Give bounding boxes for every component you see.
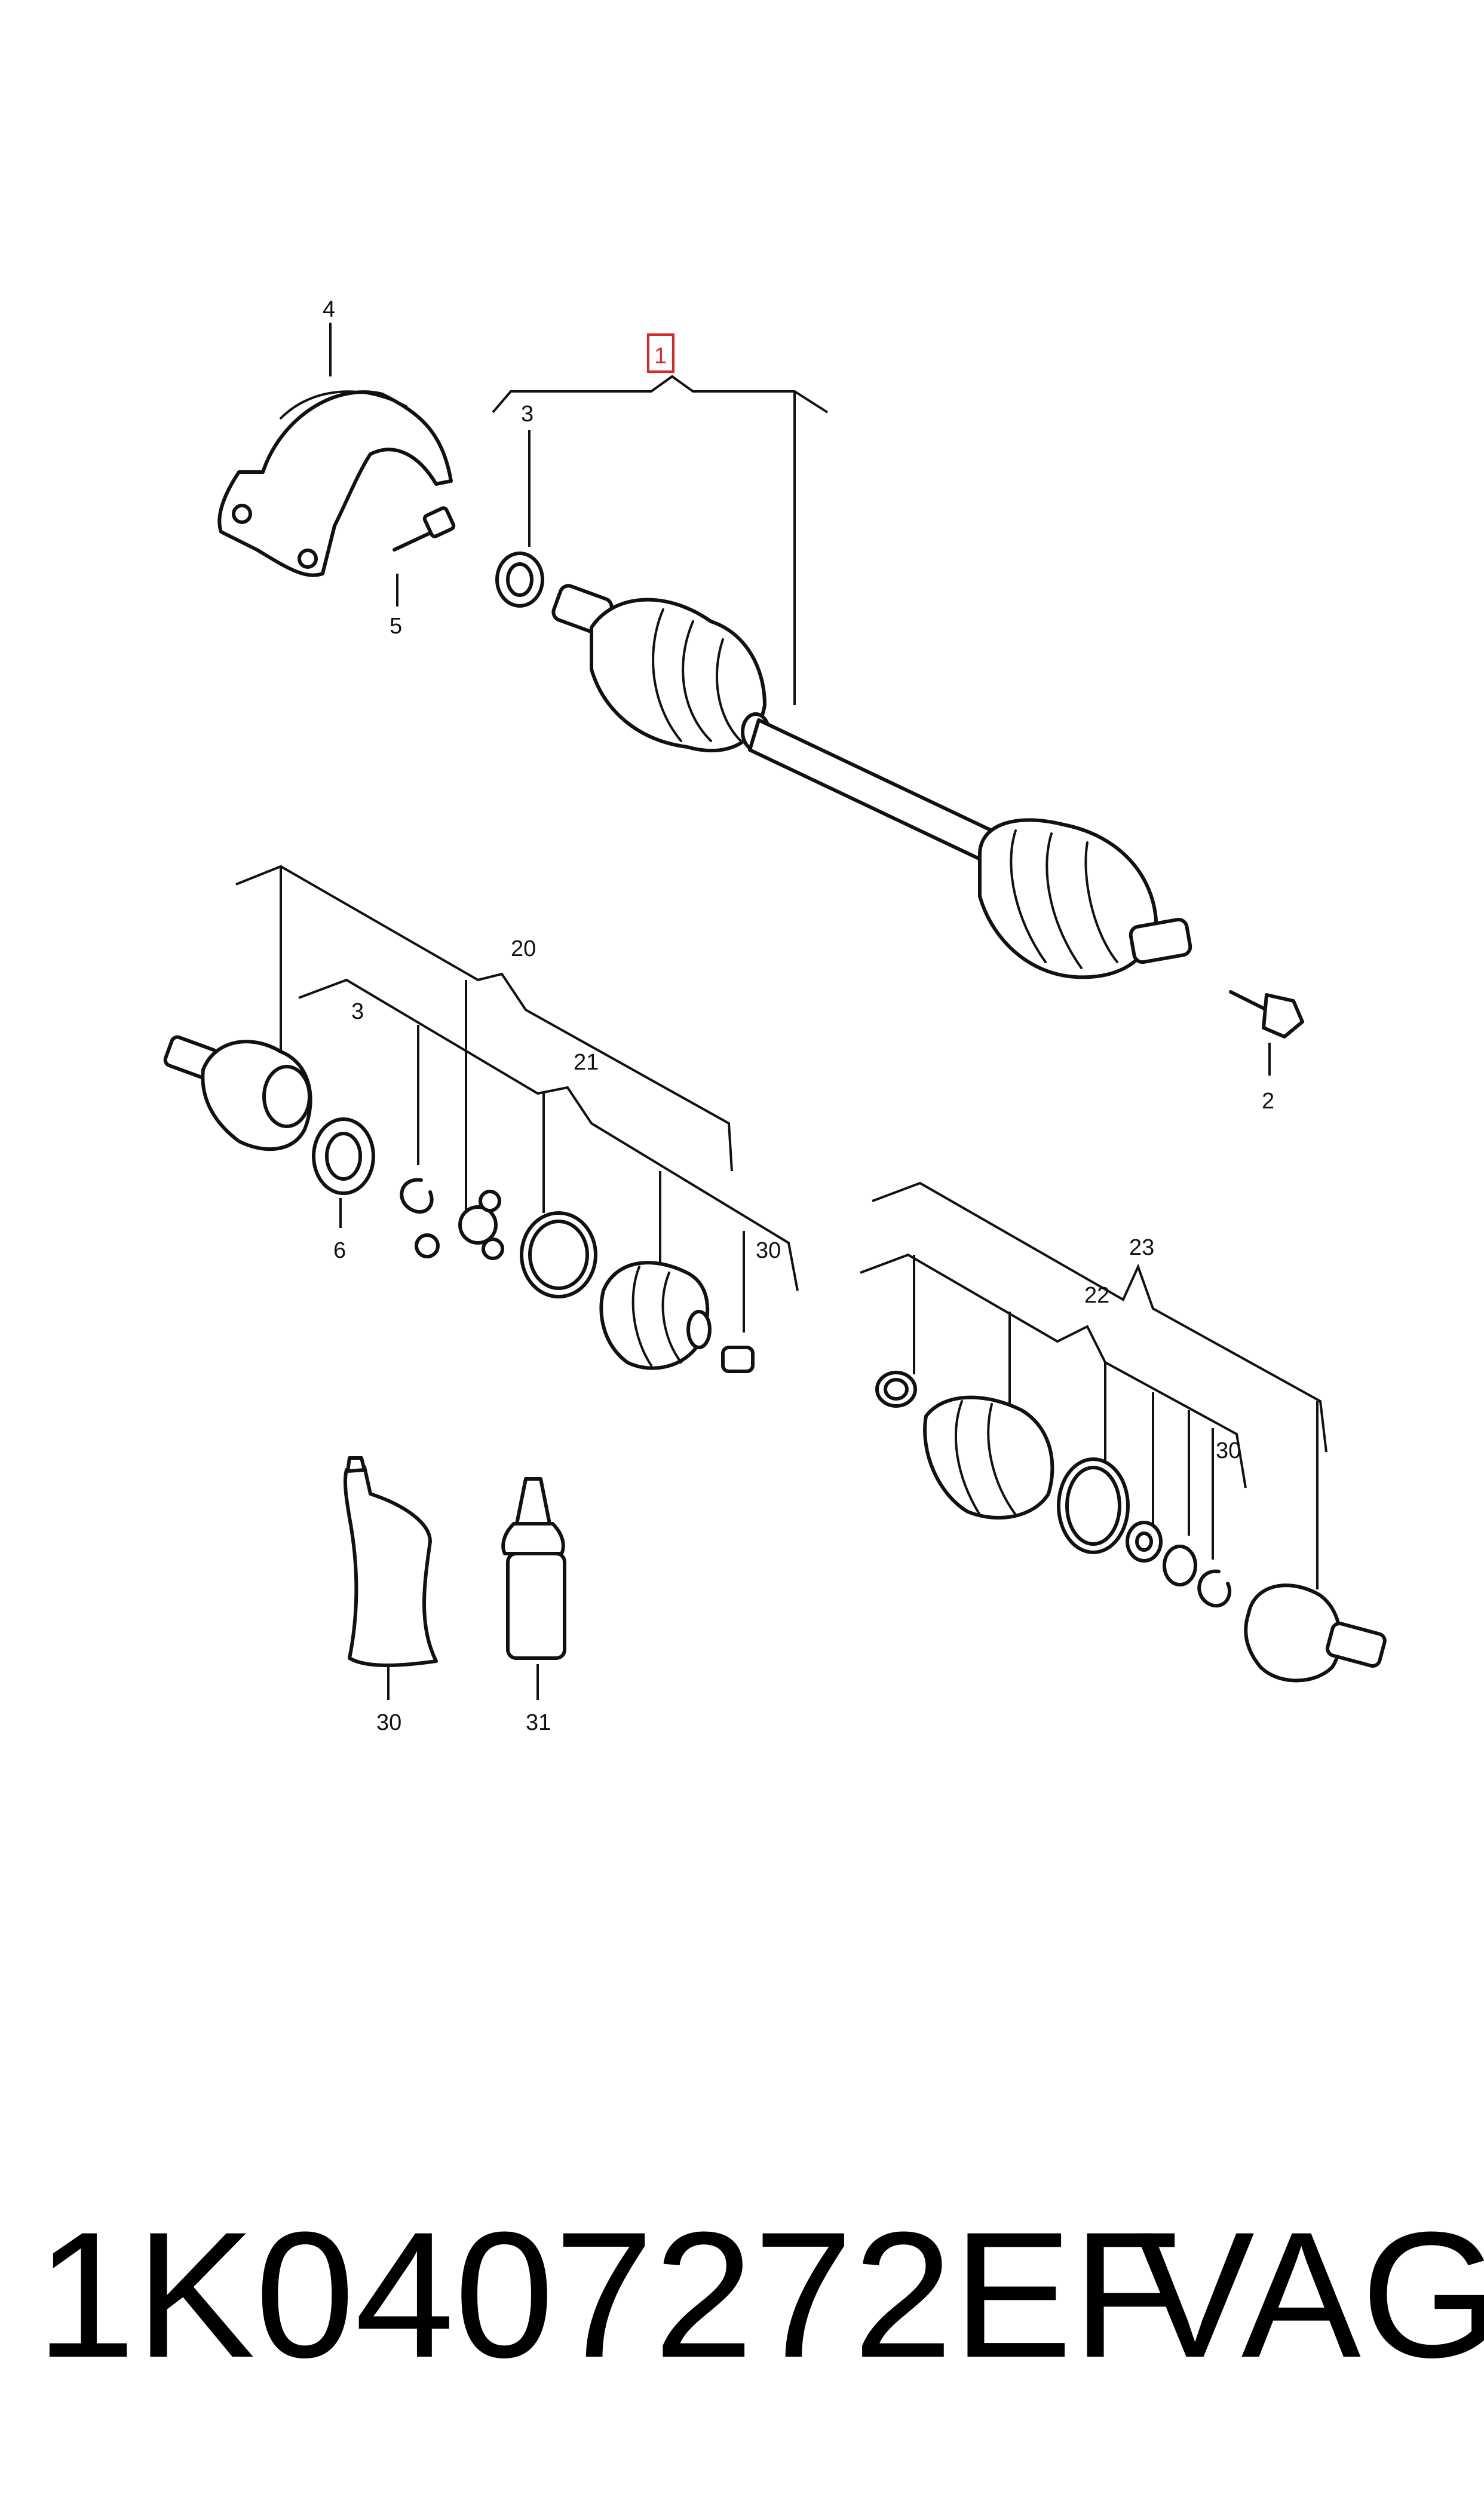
callout-3-top: 3 — [521, 402, 533, 427]
callout-30-left: 30 — [756, 1238, 781, 1263]
footer-part-number: 1K0407272EF — [36, 2194, 1182, 2395]
boot-clamp-small-right[interactable] — [875, 1371, 917, 1408]
callout-30-bottom: 30 — [376, 1710, 401, 1735]
tripod-spider[interactable] — [415, 1190, 504, 1260]
bolt-part-5[interactable] — [393, 506, 456, 552]
boot-clamp-large-left[interactable] — [520, 1211, 597, 1298]
callout-3-left: 3 — [351, 999, 364, 1024]
snap-ring-right[interactable] — [1197, 1569, 1232, 1608]
thrust-washer[interactable] — [1126, 1521, 1163, 1563]
callout-1[interactable]: 1 — [654, 344, 667, 369]
callout-23: 23 — [1129, 1235, 1154, 1260]
seal-ring-part-6[interactable] — [312, 1117, 375, 1195]
cv-boot-right[interactable] — [923, 1395, 1054, 1520]
callout-2: 2 — [1262, 1089, 1274, 1114]
boot-clamp-large-right[interactable] — [1057, 1457, 1130, 1554]
footer-brand: VAG — [1135, 2194, 1484, 2395]
sealant-bottle-part-31[interactable] — [501, 1477, 566, 1660]
cv-boot-left[interactable] — [599, 1261, 712, 1370]
snap-ring-left[interactable] — [400, 1178, 434, 1214]
grease-tube-part-30[interactable] — [343, 1456, 438, 1667]
heat-shield-part[interactable] — [217, 390, 453, 577]
boot-clamp-small-left[interactable] — [721, 1346, 755, 1373]
callout-22: 22 — [1084, 1283, 1109, 1308]
callout-6: 6 — [333, 1238, 346, 1263]
flange-bolt-part-2[interactable] — [1229, 990, 1304, 1039]
callout-31: 31 — [526, 1710, 551, 1735]
callout-30-right: 30 — [1216, 1438, 1241, 1463]
callout-21: 21 — [574, 1050, 599, 1075]
inner-joint-housing[interactable] — [163, 1035, 312, 1151]
dished-washer[interactable] — [1163, 1545, 1197, 1586]
circlip-part-3[interactable] — [495, 552, 544, 608]
callout-4: 4 — [323, 297, 335, 322]
callout-1-highlight — [647, 333, 674, 373]
callout-20: 20 — [511, 936, 536, 961]
callout-5: 5 — [390, 614, 402, 639]
outer-cv-joint[interactable] — [1244, 1583, 1387, 1683]
drive-shaft-assembly[interactable] — [551, 583, 1192, 979]
